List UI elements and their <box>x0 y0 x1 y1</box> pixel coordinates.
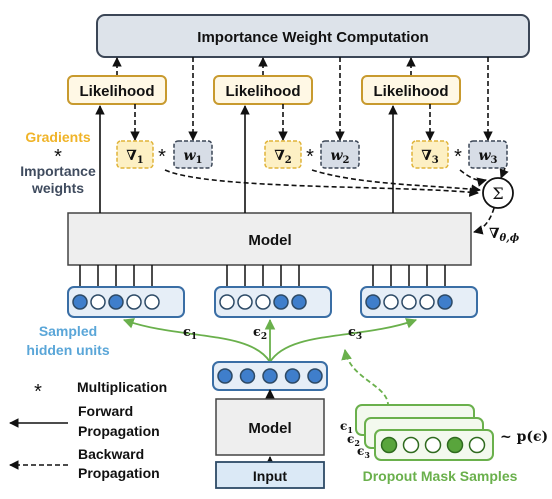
base-hidden-row <box>212 361 328 391</box>
hidden-unit <box>291 294 307 310</box>
hidden-unit <box>365 294 381 310</box>
gradient-box-3 <box>411 140 449 169</box>
base-unit <box>284 368 301 384</box>
mask-epsilon-2: ϵ2 <box>347 432 360 448</box>
weight-symbol-3: w3 <box>478 148 497 166</box>
dashed-sum-to-model <box>473 207 495 235</box>
green-curve-1 <box>122 318 271 363</box>
importance-weight-label: Importance Weight Computation <box>197 29 428 46</box>
hidden-unit-rows <box>67 286 478 318</box>
dropout-mask-stack <box>355 404 494 461</box>
hidden-unit <box>419 294 435 310</box>
base-unit <box>307 368 323 384</box>
legend-backward-line2: Propagation <box>78 465 160 481</box>
dashed-curve-1-to-sum <box>164 169 479 197</box>
likelihood-label-3: Likelihood <box>374 83 449 100</box>
gradient-group-2: ∇2 * w2 <box>264 140 360 169</box>
likelihood-box-3: Likelihood <box>361 75 461 105</box>
caption-importance: Importance <box>20 163 96 179</box>
legend-forward-line2: Propagation <box>78 423 160 439</box>
mask-unit <box>380 436 398 454</box>
likelihood-label-1: Likelihood <box>80 83 155 100</box>
distribution-label: ~ p(ϵ) <box>500 429 548 445</box>
dashed-curve-3-to-sum <box>459 169 487 187</box>
hidden-unit <box>383 294 399 310</box>
hidden-unit <box>72 294 88 310</box>
gradient-box-2 <box>264 140 302 169</box>
weight-symbol-2: w2 <box>330 148 349 166</box>
hidden-unit <box>126 294 142 310</box>
gradient-group-3: ∇3 * w3 <box>411 140 508 169</box>
importance-weight-box <box>96 14 530 58</box>
base-unit <box>262 368 278 384</box>
epsilon-label-3: ϵ3 <box>348 325 362 342</box>
weight-symbol-1: w1 <box>183 148 202 166</box>
gradient-symbol-1: ∇1 <box>126 148 144 166</box>
weight-box-3 <box>468 140 508 169</box>
hidden-unit <box>90 294 106 310</box>
model-small-label: Model <box>248 420 291 437</box>
hidden-unit <box>219 294 235 310</box>
weight-box-1 <box>173 140 213 169</box>
dashed-curve-2-to-sum <box>311 169 481 194</box>
model-main-box <box>67 212 472 266</box>
legend-multiplication-label: Multiplication <box>77 379 167 395</box>
hidden-unit <box>437 294 453 310</box>
mask-epsilon-1: ϵ1 <box>340 419 353 435</box>
dashed-w3-to-sum <box>499 167 509 179</box>
caption-weights: weights <box>31 180 84 196</box>
legend-forward-line1: Forward <box>78 403 133 419</box>
hidden-connections <box>79 265 446 288</box>
green-dashed-mask-curve <box>341 348 389 408</box>
weight-box-2 <box>320 140 360 169</box>
legend-multiply-symbol: * <box>34 381 42 403</box>
sampled-caption-line1: Sampled <box>39 323 97 339</box>
sum-symbol: Σ <box>492 184 503 203</box>
base-unit <box>239 368 256 384</box>
multiply-symbol-1: * <box>158 146 166 168</box>
multiply-symbol-3: * <box>454 146 462 168</box>
hidden-row-2 <box>214 286 332 318</box>
multiply-symbol-2: * <box>306 146 314 168</box>
mask-unit <box>402 436 420 454</box>
sum-node <box>482 177 514 209</box>
input-box <box>215 461 325 489</box>
base-unit <box>217 368 233 384</box>
hidden-unit <box>237 294 253 310</box>
gradient-symbol-2: ∇2 <box>274 148 292 166</box>
dropout-caption: Dropout Mask Samples <box>363 468 518 484</box>
hidden-row-1 <box>67 286 185 318</box>
likelihood-box-1: Likelihood <box>67 75 167 105</box>
hidden-unit <box>255 294 271 310</box>
epsilon-label-1: ϵ1 <box>183 325 197 342</box>
sampled-caption-line2: hidden units <box>26 342 109 358</box>
epsilon-label-2: ϵ2 <box>253 325 267 342</box>
likelihood-label-2: Likelihood <box>226 83 301 100</box>
gradient-group-1: ∇1 * w1 <box>116 140 213 169</box>
model-small-box <box>215 398 325 456</box>
mask-unit <box>424 436 442 454</box>
model-main-label: Model <box>248 232 291 249</box>
gradient-symbol-3: ∇3 <box>421 148 439 166</box>
green-curve-3 <box>269 318 418 363</box>
likelihood-box-2: Likelihood <box>213 75 313 105</box>
caption-times: * <box>54 146 62 168</box>
hidden-unit <box>108 294 124 310</box>
param-gradient-label: ∇θ,ϕ <box>489 226 520 244</box>
hidden-unit <box>401 294 417 310</box>
mask-unit <box>446 436 464 454</box>
input-label: Input <box>253 468 288 484</box>
hidden-row-3 <box>360 286 478 318</box>
gradient-box-1 <box>116 140 154 169</box>
mask-epsilon-3: ϵ3 <box>357 444 370 460</box>
hidden-unit <box>144 294 160 310</box>
caption-gradients: Gradients <box>25 129 91 145</box>
hidden-unit <box>273 294 289 310</box>
legend-backward-line1: Backward <box>78 446 144 462</box>
mask-unit <box>468 436 486 454</box>
